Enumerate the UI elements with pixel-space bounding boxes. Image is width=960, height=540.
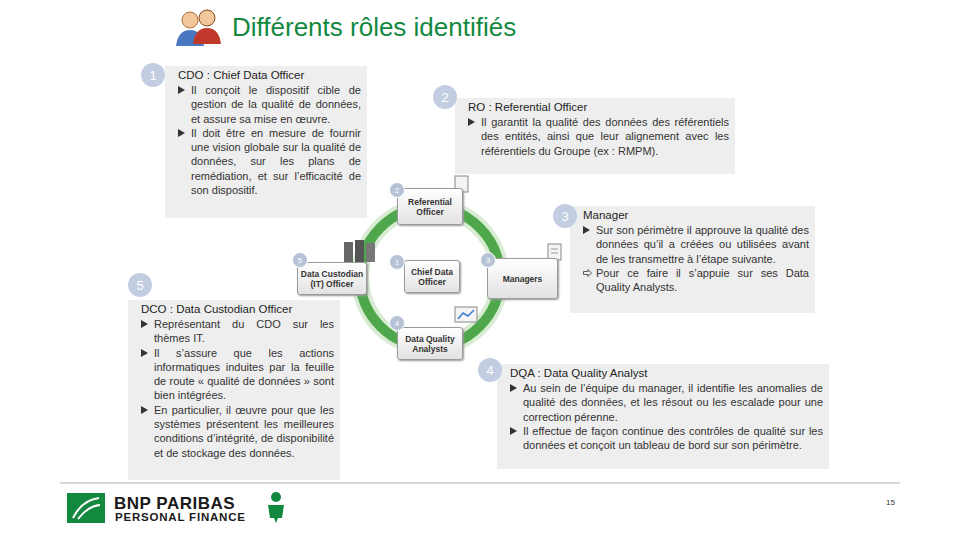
chart-line [458, 310, 474, 319]
server [366, 243, 375, 262]
callout-number: 2 [433, 85, 457, 109]
role-heading: CDO : Chief Data Officer [178, 68, 361, 82]
bullet-text: Au sein de l’équipe du manager, il ident… [510, 381, 823, 424]
arrow-bullet [178, 129, 185, 137]
page-line [551, 253, 558, 254]
role-box: Data Custodian (IT) Officer [297, 262, 367, 295]
bullet-text: Il conçoit le dispositif cible de gestio… [178, 83, 361, 126]
bullet-text-content: Il garantit la qualité des données des r… [481, 116, 729, 157]
role-heading: RO : Referential Officer [468, 100, 729, 114]
bullet-text-content: Sur son périmètre il approuve la qualité… [596, 224, 809, 265]
callout-number: 4 [389, 315, 405, 331]
bullet-text-content: Pour ce faire il s’appuie sur ses Data Q… [596, 267, 809, 293]
callout-number: 5 [128, 273, 152, 297]
head [199, 10, 215, 26]
chart-frame [455, 307, 477, 322]
role-box: Chief Data Officer [404, 260, 460, 293]
arrow-bullet-shape [584, 269, 592, 276]
arrow-bullet [141, 320, 148, 328]
ring-shadow [360, 207, 500, 347]
role-heading: Manager [583, 208, 809, 222]
callout-number: 1 [389, 254, 405, 270]
role-heading: DCO : Data Custodian Officer [141, 302, 334, 316]
bullet-text-content: Représentant du CDO sur les thèmes IT. [154, 318, 334, 344]
logo-star [73, 498, 99, 518]
server [355, 240, 364, 262]
callout-number: 1 [141, 63, 165, 87]
arrow-bullet [141, 349, 148, 357]
arrow-bullet [583, 269, 592, 277]
arrow-bullet [468, 118, 475, 126]
page-number: 15 [886, 498, 895, 507]
logo-star [78, 505, 100, 519]
mascot-head [271, 492, 281, 502]
role-label: Data Quality Analysts [398, 334, 462, 354]
arrow-bullet [510, 384, 517, 392]
body [193, 28, 221, 44]
bullet-text: Il garantit la qualité des données des r… [468, 115, 729, 158]
arrow-bullet [510, 427, 517, 435]
bullet-text-content: Il effectue de façon continue des contrô… [523, 425, 823, 451]
document-icon [455, 176, 561, 260]
callout-number: 2 [389, 182, 405, 198]
bullet-text: Il effectue de façon continue des contrô… [510, 424, 823, 453]
callout-number: 4 [478, 358, 502, 382]
slide-title: Différents rôles identifiés [232, 12, 516, 43]
page-line [551, 249, 558, 250]
arrow-bullet [583, 226, 590, 234]
chart-icon [455, 307, 477, 322]
logo-subbrand: PERSONAL FINANCE [115, 511, 246, 523]
bullet-text: Pour ce faire il s’appuie sur ses Data Q… [583, 266, 809, 295]
bullet-text-content: Il s’assure que les actions informatique… [154, 347, 334, 402]
bnp-logo [67, 492, 284, 523]
bullet-text-content: Au sein de l’équipe du manager, il ident… [523, 382, 823, 423]
server [344, 242, 353, 262]
role-box: Referential Officer [397, 188, 463, 225]
bullet-text: Il doit être en mesure de fournir une vi… [178, 126, 361, 197]
callout-number: 5 [292, 252, 308, 268]
role-description-box: ManagerSur son périmètre il approuve la … [570, 206, 815, 313]
role-heading: DQA : Data Quality Analyst [510, 366, 823, 380]
role-description-box: CDO : Chief Data Officer Il conçoit le di… [165, 66, 367, 218]
callout-number: 3 [480, 252, 496, 268]
bullet-text: Sur son périmètre il approuve la qualité… [583, 223, 809, 266]
callout-number: 3 [553, 204, 577, 228]
role-label: Chief Data Officer [405, 267, 459, 287]
bullet-text: En particulier, il œuvre pour que les sy… [141, 403, 334, 460]
head [182, 12, 198, 28]
bullet-text-content: Il doit être en mesure de fournir une vi… [191, 127, 361, 196]
server-icon [344, 240, 375, 262]
arrow-bullet [178, 86, 185, 94]
mascot-body [268, 505, 284, 523]
footer-rule [60, 483, 900, 484]
bullet-text: Représentant du CDO sur les thèmes IT. [141, 317, 334, 346]
arrow-bullet [141, 406, 148, 414]
role-box: Data Quality Analysts [397, 327, 463, 360]
role-label: Managers [503, 274, 543, 284]
role-label: Data Custodian (IT) Officer [298, 269, 366, 289]
process-ring [360, 207, 500, 347]
role-label: Referential Officer [398, 197, 462, 217]
role-description-box: DQA : Data Quality Analyst Au sein de l’é… [497, 364, 829, 469]
bullet-text-content: Il conçoit le dispositif cible de gestio… [191, 84, 361, 125]
people-icon [176, 10, 221, 46]
logo-square [67, 493, 105, 523]
role-description-box: RO : Referential Officer Il garantit la q… [455, 98, 735, 174]
bullet-text-content: En particulier, il œuvre pour que les sy… [154, 404, 334, 459]
bullet-text: Il s’assure que les actions informatique… [141, 346, 334, 403]
role-box: Managers [487, 258, 558, 299]
role-description-box: DCO : Data Custodian OfficerReprésentant… [128, 300, 340, 480]
